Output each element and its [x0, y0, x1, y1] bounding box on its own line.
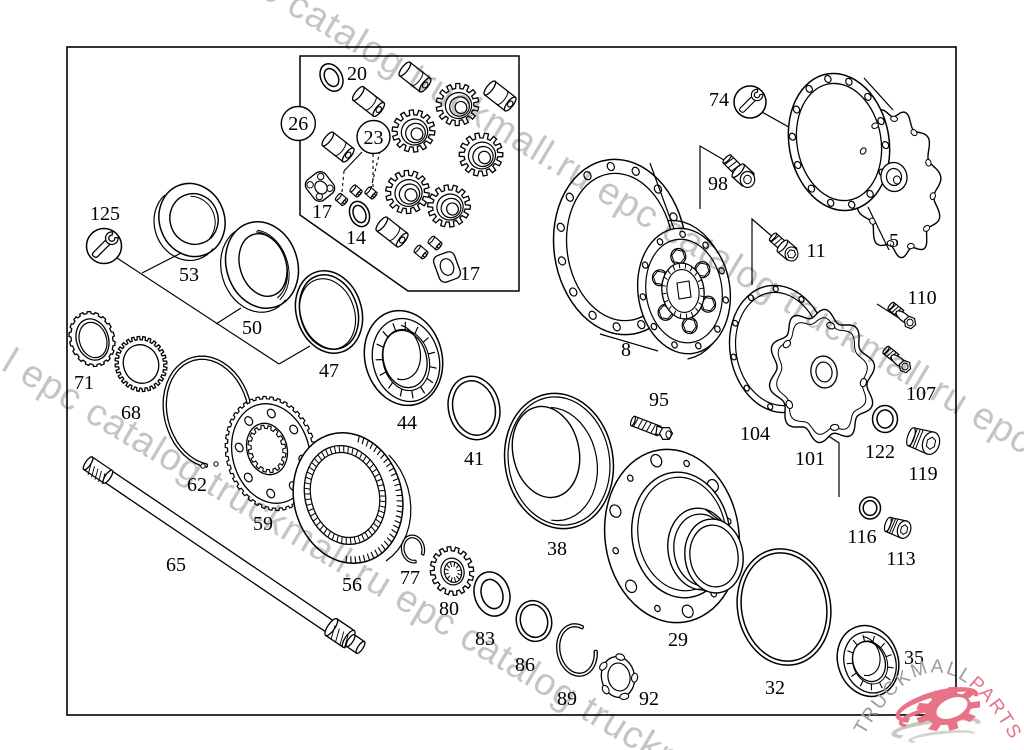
svg-text:122: 122 — [865, 441, 895, 463]
svg-text:26: 26 — [288, 113, 308, 135]
svg-text:98: 98 — [708, 173, 728, 195]
svg-text:101: 101 — [795, 448, 825, 470]
svg-text:50: 50 — [242, 317, 262, 339]
svg-text:95: 95 — [649, 389, 669, 411]
svg-text:65: 65 — [166, 554, 186, 576]
svg-text:74: 74 — [709, 89, 729, 111]
svg-text:107: 107 — [906, 383, 936, 405]
svg-text:5: 5 — [889, 230, 899, 252]
svg-text:35: 35 — [904, 647, 924, 669]
svg-text:92: 92 — [639, 688, 659, 710]
svg-text:89: 89 — [557, 688, 577, 710]
svg-text:56: 56 — [342, 574, 362, 596]
svg-text:59: 59 — [253, 513, 273, 535]
svg-text:38: 38 — [547, 538, 567, 560]
svg-text:47: 47 — [319, 360, 339, 382]
svg-text:110: 110 — [907, 287, 936, 309]
svg-text:71: 71 — [74, 372, 94, 394]
svg-text:104: 104 — [740, 423, 770, 445]
svg-text:116: 116 — [847, 526, 876, 548]
svg-text:8: 8 — [621, 339, 631, 361]
svg-text:11: 11 — [806, 240, 825, 262]
svg-text:83: 83 — [475, 628, 495, 650]
svg-text:23: 23 — [364, 127, 384, 149]
svg-text:113: 113 — [886, 548, 915, 570]
svg-text:125: 125 — [90, 203, 120, 225]
svg-text:68: 68 — [121, 402, 141, 424]
svg-text:80: 80 — [439, 598, 459, 620]
svg-text:44: 44 — [397, 412, 417, 434]
svg-text:17: 17 — [312, 201, 332, 223]
svg-text:53: 53 — [179, 264, 199, 286]
svg-text:119: 119 — [908, 463, 937, 485]
svg-text:17: 17 — [460, 263, 480, 285]
svg-text:77: 77 — [400, 567, 420, 589]
svg-text:32: 32 — [765, 677, 785, 699]
svg-text:14: 14 — [346, 227, 366, 249]
svg-text:62: 62 — [187, 474, 207, 496]
svg-text:41: 41 — [464, 448, 484, 470]
svg-text:29: 29 — [668, 629, 688, 651]
svg-text:20: 20 — [347, 63, 367, 85]
svg-text:86: 86 — [515, 654, 535, 676]
